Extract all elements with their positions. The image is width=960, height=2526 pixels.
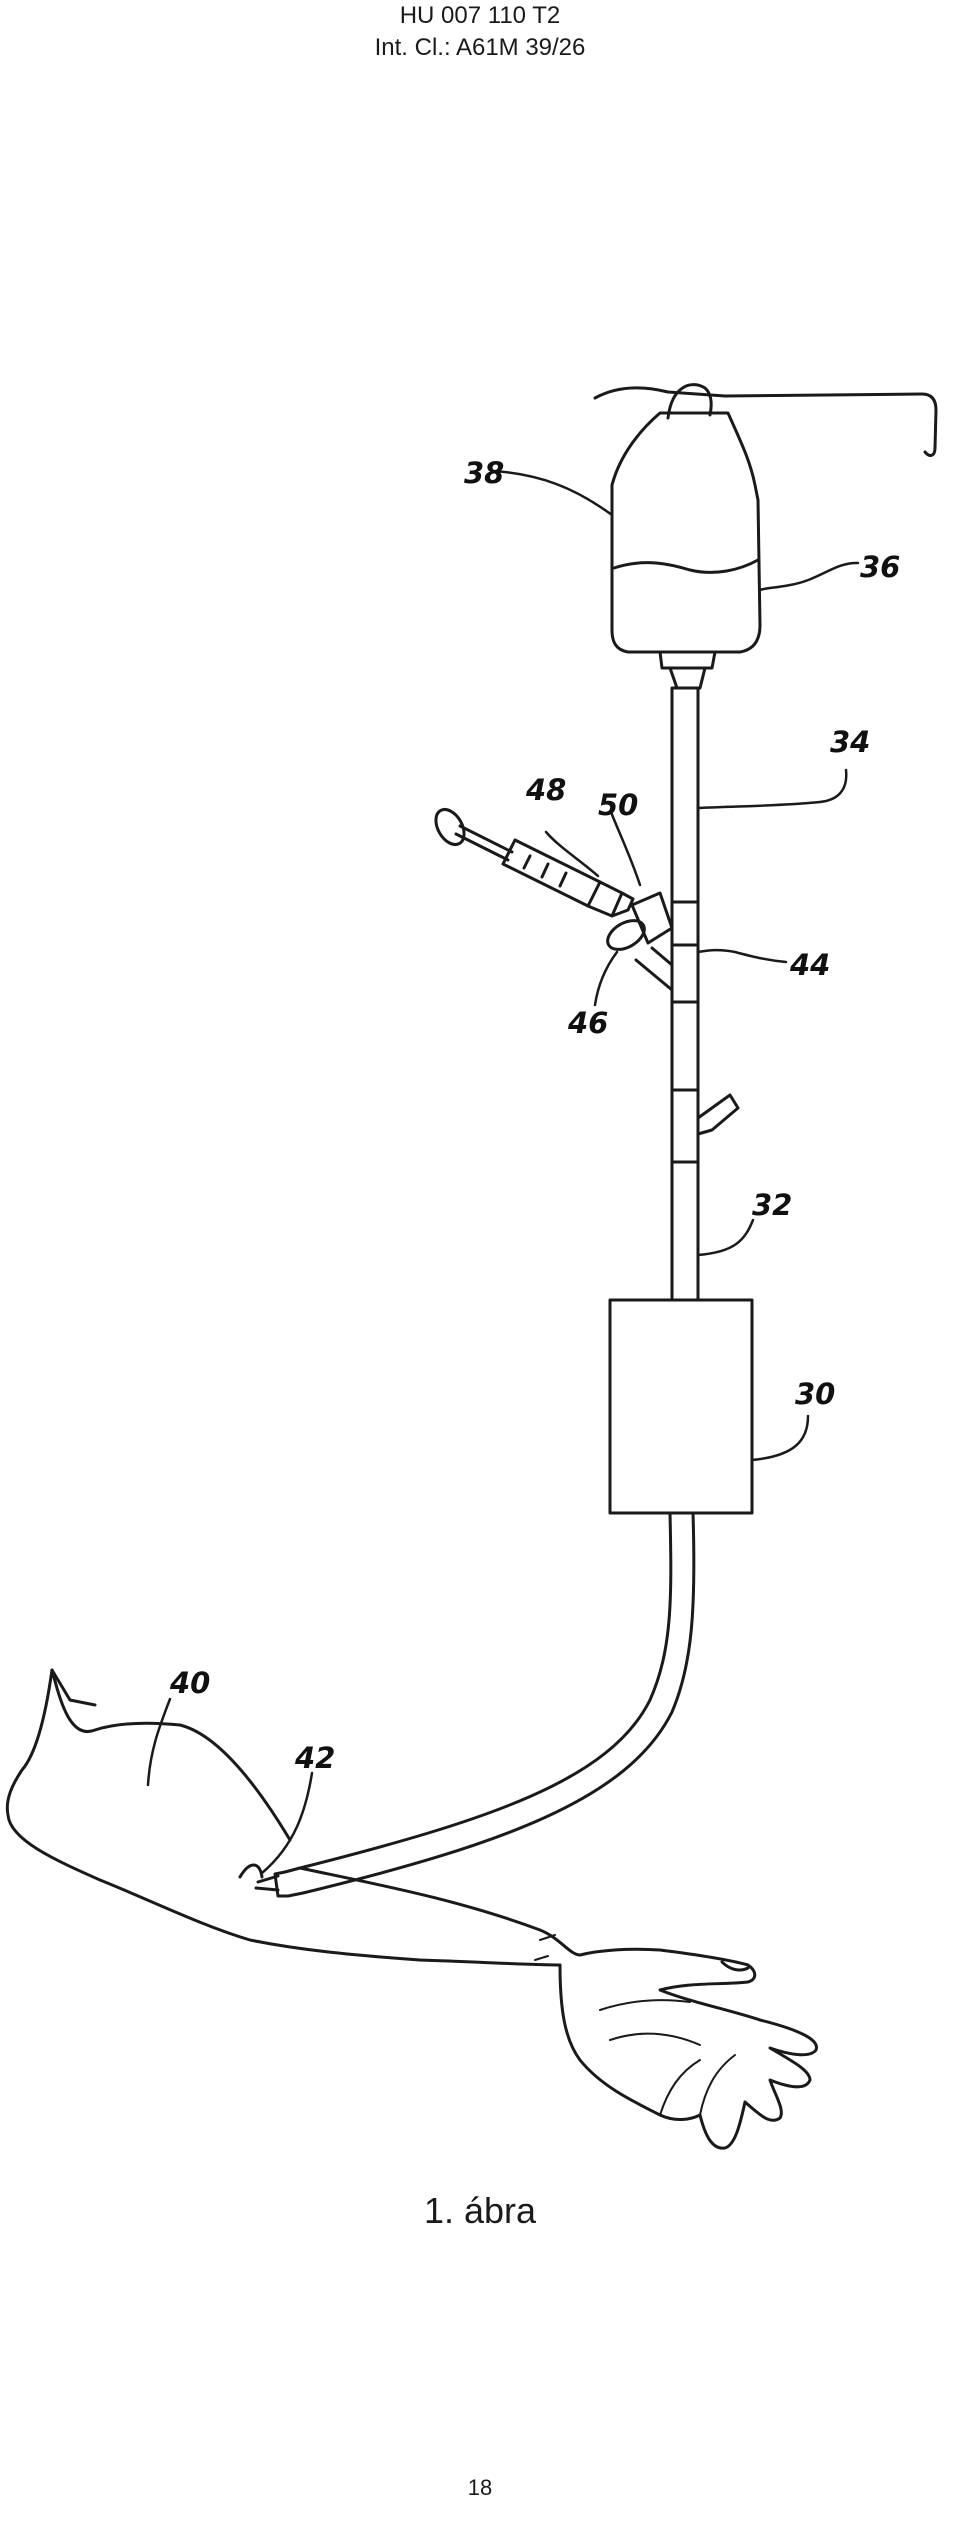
syringe-48 (434, 807, 635, 918)
device-30 (608, 1298, 754, 1515)
thumbnail (720, 1960, 750, 1972)
insertion-site-42 (238, 1863, 264, 1879)
document-number: HU 007 110 T2 (399, 2, 561, 29)
valve-ring (606, 919, 646, 951)
label-50: 50 (598, 788, 638, 822)
label-32: 32 (752, 1188, 792, 1222)
iv-pole-hook (593, 386, 938, 457)
sleeve-cuff (50, 1668, 97, 1707)
y-connector-44 (634, 946, 674, 992)
label-40: 40 (169, 1666, 210, 1700)
leader-lines (146, 469, 860, 1875)
tubing-to-arm (283, 1511, 696, 1898)
label-38: 38 (464, 456, 504, 490)
iv-bag-38 (610, 411, 762, 654)
tubing-34 (670, 686, 700, 1302)
figure-caption: 1. ábra (423, 2190, 537, 2231)
bag-outlet-neck (668, 666, 679, 690)
label-46: 46 (567, 1006, 608, 1040)
catheter-hub (254, 1870, 290, 1898)
classification-code: Int. Cl.: A61M 39/26 (374, 34, 586, 61)
label-44: 44 (789, 948, 830, 982)
bag-outlet (658, 650, 717, 670)
luer-valve-46 (630, 891, 674, 945)
label-30: 30 (795, 1377, 835, 1411)
arm-40 (5, 1668, 562, 1967)
bag-outlet-neck (698, 666, 707, 690)
label-42: 42 (294, 1741, 335, 1775)
label-48: 48 (525, 773, 566, 807)
label-34: 34 (830, 725, 870, 759)
palm-creases (534, 1934, 736, 2116)
y-site-port (696, 1093, 740, 1136)
page-number: 18 (467, 2475, 493, 2500)
forearm-hand (298, 1866, 818, 2150)
hanger-loop (666, 383, 713, 420)
fluid-level-36 (612, 558, 760, 574)
tube-bands (670, 900, 700, 1164)
label-36: 36 (860, 550, 900, 584)
